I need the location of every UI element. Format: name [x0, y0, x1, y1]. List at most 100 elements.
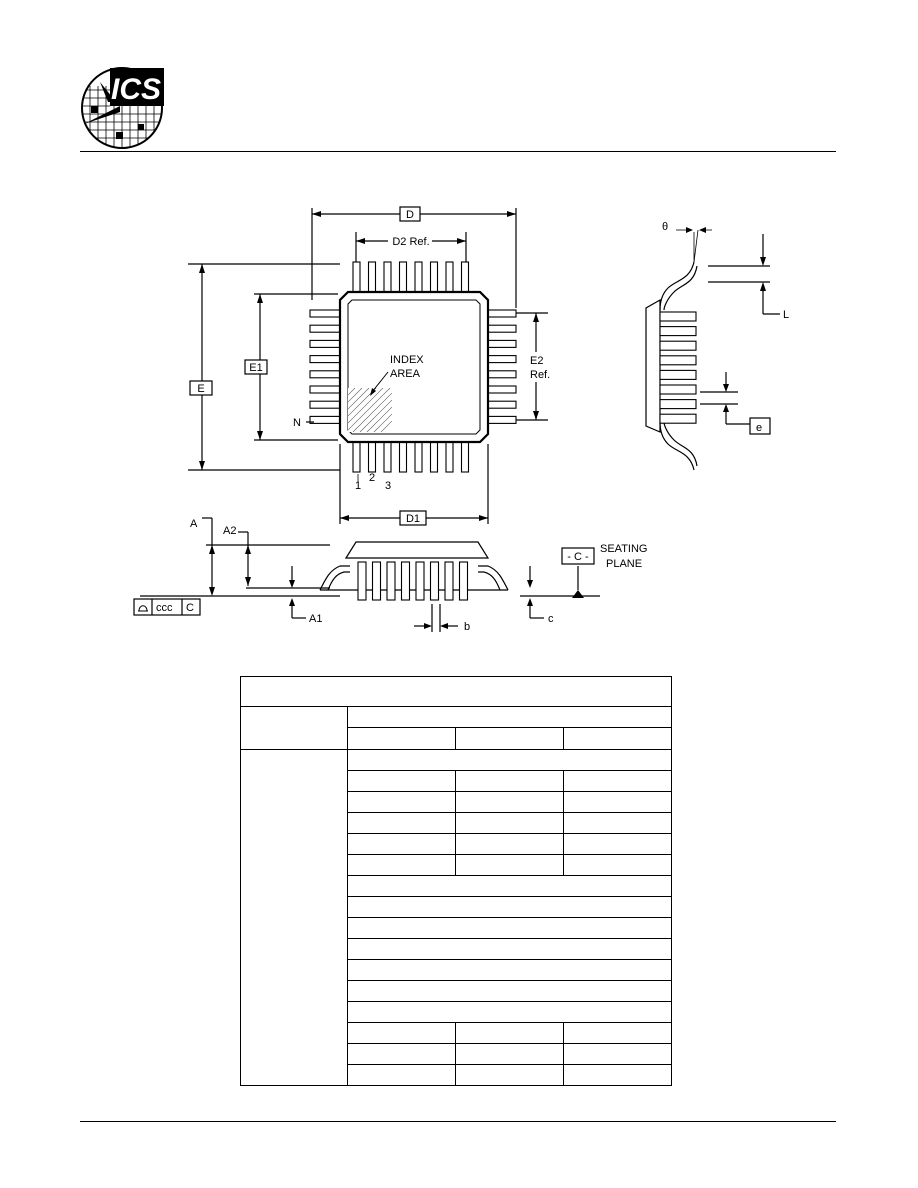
- lead: [444, 561, 454, 601]
- ccc-label: ccc: [156, 602, 173, 614]
- lead: [659, 384, 697, 395]
- lead: [357, 561, 367, 601]
- bottom-view: [133, 517, 600, 632]
- symbol-header-cell: [240, 706, 348, 750]
- lead: [445, 439, 454, 473]
- lead: [352, 261, 361, 295]
- table-cell: [347, 980, 672, 1002]
- top-view-labels: D D2 Ref. E E1 E2 Ref. INDEX AREA N 1 2 …: [197, 209, 550, 525]
- lead: [414, 261, 423, 295]
- pin-n-label: N: [293, 417, 301, 429]
- table-cell: [347, 917, 672, 939]
- table-cell: [563, 1043, 672, 1065]
- table-cell: [455, 791, 564, 813]
- table-cell: [563, 1022, 672, 1044]
- lead: [659, 355, 697, 366]
- lead: [445, 261, 454, 295]
- column-header: [563, 727, 672, 750]
- hatch-line: [352, 392, 392, 432]
- lead: [309, 385, 343, 394]
- side-view-labels: θ L e: [662, 221, 789, 434]
- table-cell: [347, 812, 456, 834]
- lead: [386, 561, 396, 601]
- dim-d-label: D: [406, 209, 414, 221]
- ics-logo: ICS: [81, 67, 164, 149]
- hatch-line: [348, 388, 391, 431]
- lead: [659, 340, 697, 351]
- symbol-column: [240, 749, 348, 1086]
- column-header: [455, 727, 564, 750]
- table-cell: [563, 854, 672, 876]
- table-cell: [563, 833, 672, 855]
- lead: [659, 399, 697, 410]
- dim-a-label: A: [190, 518, 198, 530]
- lead: [415, 561, 425, 601]
- hatch-line: [366, 406, 392, 432]
- lead: [414, 439, 423, 473]
- table-title: [240, 676, 672, 707]
- table-cell: [347, 833, 456, 855]
- table-cell: [347, 959, 672, 981]
- lead: [429, 439, 439, 473]
- index-area-label-1: INDEX: [390, 354, 424, 366]
- lead: [398, 261, 408, 295]
- lead: [398, 439, 408, 473]
- lead: [458, 561, 469, 601]
- lead: [309, 400, 343, 409]
- seating-ref-label: - C -: [567, 551, 589, 563]
- table-row: [241, 791, 672, 813]
- hatch-line: [359, 399, 392, 432]
- lead: [309, 355, 343, 364]
- table-cell: [347, 770, 456, 792]
- lead: [460, 439, 470, 473]
- bottom-view-labels: A A2 A1 b c - C - SEATING PLANE ccc C: [156, 518, 647, 633]
- dim-e2-ref-label: Ref.: [530, 369, 550, 381]
- lead: [460, 261, 470, 295]
- table-header: [347, 706, 672, 728]
- index-area-label-2: AREA: [390, 368, 421, 380]
- dim-b-label: b: [464, 621, 470, 633]
- package-body-inner: [347, 299, 481, 435]
- lead: [659, 326, 697, 337]
- table-row: [241, 770, 672, 792]
- hatch-line: [348, 388, 370, 410]
- column-header: [347, 727, 456, 750]
- hatch-line: [348, 388, 377, 417]
- section-leads: [357, 561, 469, 601]
- lead: [485, 400, 517, 409]
- table-cell: [347, 749, 672, 771]
- hatch-line: [348, 388, 363, 403]
- bottom-leads: [352, 439, 470, 473]
- hatch-line: [380, 420, 392, 432]
- table-cell: [455, 833, 564, 855]
- table-cell: [347, 1001, 672, 1023]
- table-cell: [455, 1043, 564, 1065]
- lead: [429, 561, 440, 601]
- table-cell: [455, 1064, 564, 1086]
- lead: [485, 385, 517, 394]
- table-cell: [563, 770, 672, 792]
- lead: [429, 261, 439, 295]
- table-cell: [347, 1043, 456, 1065]
- dim-a2-label: A2: [223, 525, 236, 537]
- table-cell: [455, 854, 564, 876]
- table-subheader-row: [241, 727, 672, 750]
- dim-d1-label: D1: [406, 513, 420, 525]
- pin-2-label: 2: [369, 472, 375, 484]
- header-rule: [80, 151, 836, 152]
- dimension-table: [240, 676, 672, 1086]
- dim-l-label: L: [783, 309, 789, 321]
- table-cell: [347, 875, 672, 897]
- footer-rule: [80, 1121, 836, 1122]
- lead: [309, 324, 343, 333]
- table-cell: [347, 1022, 456, 1044]
- lead: [371, 561, 382, 601]
- dim-e-label: E: [197, 383, 204, 395]
- hatch-line: [373, 413, 392, 432]
- seating-plane-label-1: SEATING: [600, 543, 647, 555]
- lead: [659, 413, 697, 424]
- lead: [309, 370, 343, 379]
- index-area-hatch: [348, 388, 392, 432]
- lead: [485, 309, 517, 318]
- ccc-ref-label: C: [186, 602, 194, 614]
